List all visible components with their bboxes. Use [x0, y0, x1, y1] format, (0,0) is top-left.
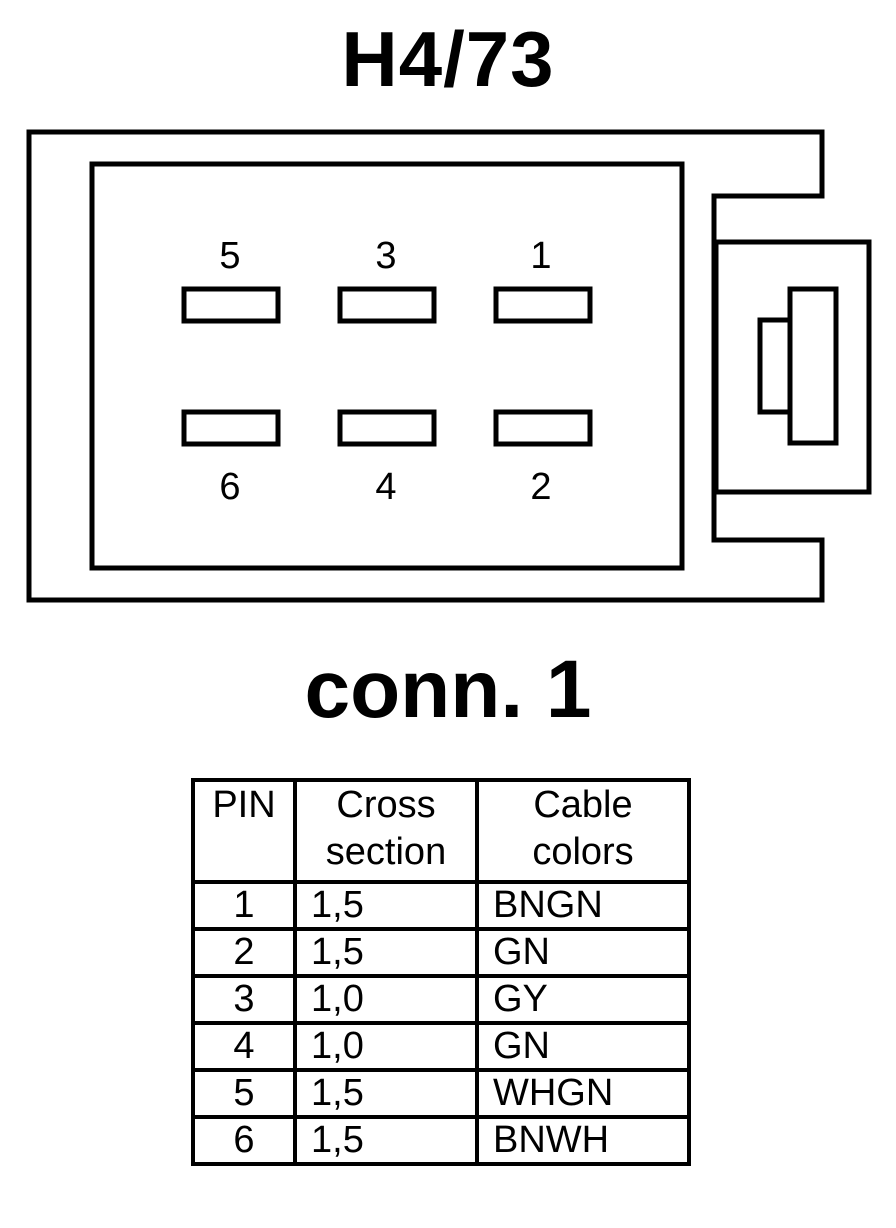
cell-cross-section: 1,5 — [293, 880, 479, 931]
pin-label-3: 3 — [375, 235, 396, 277]
table-row: 4 1,0 GN — [191, 1021, 691, 1072]
pin-slot-5 — [181, 286, 281, 324]
table-row: 1 1,5 BNGN — [191, 880, 691, 931]
connector-drawing: 5 3 1 6 4 2 — [26, 129, 872, 603]
cell-cable-color: GY — [475, 974, 691, 1025]
cell-cross-section: 1,5 — [293, 1068, 479, 1119]
header-cross-section: Cross section — [293, 778, 479, 884]
pin-label-4: 4 — [375, 466, 396, 508]
header-cross-line1: Cross — [336, 784, 436, 826]
cell-cable-color: BNWH — [475, 1115, 691, 1166]
cell-cross-section: 1,0 — [293, 974, 479, 1025]
header-color-line1: Cable — [533, 784, 633, 826]
pin-label-6: 6 — [219, 466, 240, 508]
connector-face — [89, 161, 685, 571]
connector-housing — [26, 129, 825, 603]
pin-slot-1 — [493, 286, 593, 324]
cell-pin: 1 — [191, 880, 297, 931]
cell-pin: 2 — [191, 927, 297, 978]
cell-pin: 4 — [191, 1021, 297, 1072]
cell-cable-color: BNGN — [475, 880, 691, 931]
latch-tab — [757, 317, 793, 415]
pin-label-5: 5 — [219, 235, 240, 277]
table-row: 6 1,5 BNWH — [191, 1115, 691, 1166]
cell-pin: 3 — [191, 974, 297, 1025]
table-row: 2 1,5 GN — [191, 927, 691, 978]
header-pin: PIN — [191, 778, 297, 884]
cell-cross-section: 1,5 — [293, 927, 479, 978]
header-cross-line2: section — [325, 831, 447, 873]
pin-label-1: 1 — [530, 235, 551, 277]
connector-name: conn. 1 — [304, 644, 592, 735]
cell-cable-color: GN — [475, 927, 691, 978]
table-header-row: PIN Cross section Cable colors — [191, 778, 691, 884]
header-color-line2: colors — [532, 831, 634, 873]
latch-arm — [787, 286, 839, 446]
cell-pin: 5 — [191, 1068, 297, 1119]
cell-cable-color: WHGN — [475, 1068, 691, 1119]
pin-slot-3 — [337, 286, 437, 324]
pin-slot-4 — [337, 409, 437, 447]
cell-pin: 6 — [191, 1115, 297, 1166]
pin-slot-2 — [493, 409, 593, 447]
header-pin-text: PIN — [212, 784, 276, 826]
latch-body — [713, 239, 872, 495]
cell-cable-color: GN — [475, 1021, 691, 1072]
pin-slot-6 — [181, 409, 281, 447]
cell-cross-section: 1,5 — [293, 1115, 479, 1166]
table-row: 5 1,5 WHGN — [191, 1068, 691, 1119]
table-row: 3 1,0 GY — [191, 974, 691, 1025]
pin-label-2: 2 — [530, 466, 551, 508]
header-cable-colors: Cable colors — [475, 778, 691, 884]
diagram-title: H4/73 — [341, 15, 555, 103]
cell-cross-section: 1,0 — [293, 1021, 479, 1072]
